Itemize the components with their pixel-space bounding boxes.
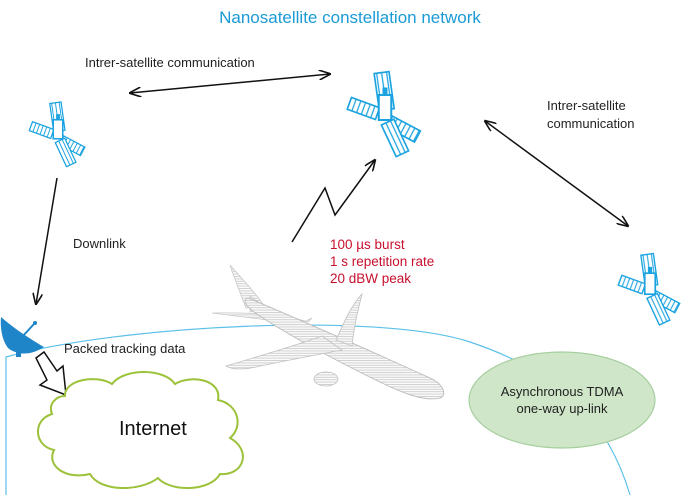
isl-label-right-line1: Intrer-satellite — [547, 98, 626, 113]
signal-specs: 100 µs burst 1 s repetition rate 20 dBW … — [330, 236, 434, 287]
diagram-title: Nanosatellite constellation network — [219, 8, 481, 27]
satellite-icon-center — [346, 70, 422, 158]
internet-label: Internet — [119, 418, 187, 440]
isl-arrow-right — [485, 121, 628, 226]
packed-tracking-label: Packed tracking data — [64, 341, 186, 356]
satellite-icon-right — [617, 252, 681, 326]
tdma-label-line2: one-way up-link — [516, 401, 608, 416]
tdma-label: Asynchronous TDMA one-way up-link — [489, 383, 635, 417]
signal-spec-burst: 100 µs burst — [330, 237, 405, 252]
isl-label-top: Intrer-satellite communication — [85, 55, 255, 70]
tdma-ellipse — [468, 351, 656, 449]
satellite-dish-icon — [0, 317, 44, 357]
arrow-down-outline-icon — [35, 350, 67, 397]
downlink-arrow — [36, 177, 58, 304]
uplink-zigzag-arrow — [291, 160, 375, 243]
isl-arrow-top — [130, 74, 330, 93]
satellite-icon-left — [28, 101, 86, 168]
signal-spec-repetition: 1 s repetition rate — [330, 254, 435, 269]
signal-spec-peak: 20 dBW peak — [330, 271, 412, 286]
tdma-label-line1: Asynchronous TDMA — [500, 384, 624, 399]
airplane-icon — [211, 264, 445, 400]
isl-label-right-line2: communication — [547, 116, 635, 131]
internet-cloud-shape — [37, 371, 244, 490]
downlink-label: Downlink — [73, 236, 126, 251]
